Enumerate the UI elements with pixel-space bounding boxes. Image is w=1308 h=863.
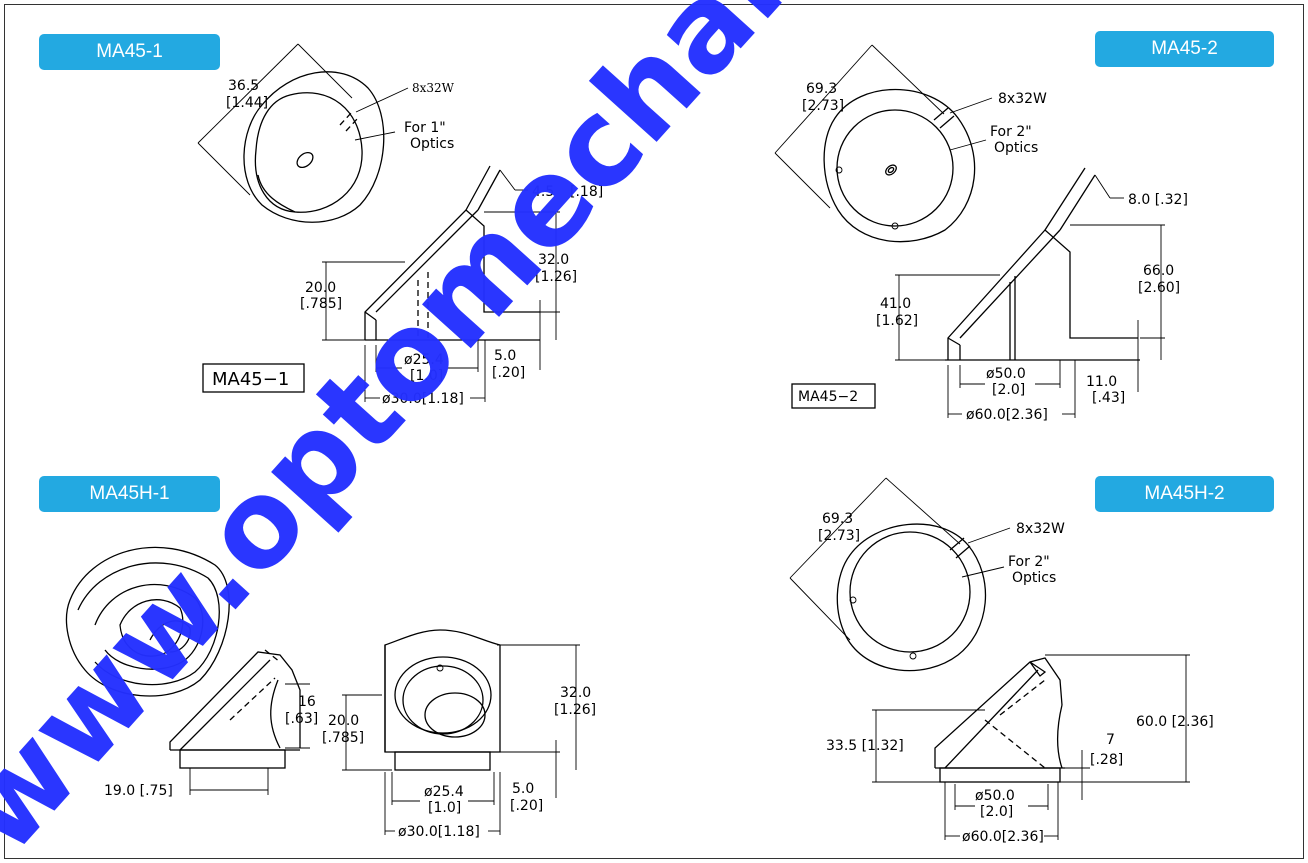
label-ma45-1: MA45-1 (39, 34, 220, 70)
ma45h-2-top-view (789, 477, 1011, 672)
ma45-1-dim-top-mm: 4.5 (532, 184, 554, 200)
ma45h-2-diag-mm: 69.3 (822, 511, 853, 527)
ma45h-2-optics: Optics (1012, 570, 1056, 586)
ma45-1-for-optics: For 1" (404, 120, 446, 136)
ma45h-2-bore-in: [2.0] (980, 804, 1013, 820)
ma45-1-side-mm: 20.0 (305, 280, 336, 296)
ma45h-2-base-in: [.28] (1090, 752, 1123, 768)
ma45-1-width: ø30.0[1.18] (382, 391, 464, 407)
ma45-1-diag-in: [1.44] (226, 95, 268, 111)
ma45h-1-height-in: [1.26] (554, 702, 596, 718)
ma45h-2-base-mm: 7 (1106, 732, 1115, 748)
ma45-2-bore-mm: ø50.0 (986, 366, 1026, 382)
ma45-2-base-in: [.43] (1092, 390, 1125, 406)
ma45-1-part-box (202, 363, 305, 393)
ma45-1-side-view (322, 165, 560, 402)
ma45-2-side-in: [1.62] (876, 313, 918, 329)
ma45h-1-side-view (169, 649, 310, 795)
ma45-1-diag-mm: 36.5 (228, 78, 259, 94)
ma45h-1-iso-view (65, 546, 230, 697)
ma45h-1-base-in: [.20] (510, 798, 543, 814)
ma45h-2-for-optics: For 2" (1008, 554, 1050, 570)
label-ma45-2: MA45-2 (1095, 31, 1274, 67)
ma45-2-for-optics: For 2" (990, 124, 1032, 140)
ma45-2-thread: 8x32W (998, 91, 1047, 107)
ma45-1-part-number: MA45−1 (212, 369, 289, 390)
ma45-1-bore-in: [1.0] (410, 368, 443, 384)
ma45h-2-bore-mm: ø50.0 (975, 788, 1015, 804)
ma45-2-part-box (791, 383, 876, 409)
ma45h-1-front-side-in: [.785] (322, 730, 364, 746)
ma45-1-top-view (197, 43, 409, 223)
ma45-2-side-mm: 41.0 (880, 296, 911, 312)
ma45-1-base-in: [.20] (492, 365, 525, 381)
ma45h-2-diag-in: [2.73] (818, 528, 860, 544)
ma45-2-diag-in: [2.73] (802, 98, 844, 114)
ma45-1-base-mm: 5.0 (494, 348, 516, 364)
ma45-1-height-mm: 32.0 (538, 252, 569, 268)
ma45-1-side-in: [.785] (300, 296, 342, 312)
ma45h-2-side: 33.5 [1.32] (826, 738, 904, 754)
ma45-2-dim-top: 8.0 [.32] (1128, 192, 1188, 208)
ma45h-1-front-side-mm: 20.0 (328, 713, 359, 729)
ma45h-1-bore-mm: ø25.4 (424, 784, 464, 800)
ma45-2-width: ø60.0[2.36] (966, 407, 1048, 423)
ma45-2-height-in: [2.60] (1138, 280, 1180, 296)
drawing-frame (4, 4, 1304, 859)
ma45-1-optics: Optics (410, 136, 454, 152)
ma45h-1-front-view (342, 629, 580, 835)
ma45-2-top-view (774, 44, 993, 243)
ma45-1-bore-mm: ø25.4 (404, 352, 444, 368)
ma45-2-base-mm: 11.0 (1086, 374, 1117, 390)
ma45h-1-side-in: [.63] (285, 711, 318, 727)
ma45h-2-width: ø60.0[2.36] (962, 829, 1044, 845)
ma45h-2-side-view (872, 654, 1190, 840)
ma45-1-height-in: [1.26] (535, 269, 577, 285)
ma45h-1-height-mm: 32.0 (560, 685, 591, 701)
ma45h-1-width: ø30.0[1.18] (398, 824, 480, 840)
ma45-1-thread: 8x32W (412, 81, 455, 95)
label-ma45h-2: MA45H-2 (1095, 476, 1274, 512)
ma45-2-side-view (895, 167, 1165, 418)
ma45h-1-bore-in: [1.0] (428, 800, 461, 816)
label-ma45h-1: MA45H-1 (39, 476, 220, 512)
ma45h-2-thread: 8x32W (1016, 521, 1065, 537)
ma45-2-part-number: MA45−2 (798, 389, 858, 405)
ma45h-1-base-mm: 5.0 (512, 781, 534, 797)
ma45h-1-offset: 19.0 [.75] (104, 783, 173, 799)
ma45-1-dim-top-in: [.18] (570, 184, 603, 200)
ma45h-1-side-mm: 16 (298, 694, 316, 710)
ma45-2-optics: Optics (994, 140, 1038, 156)
ma45-2-bore-in: [2.0] (992, 382, 1025, 398)
ma45-2-diag-mm: 69.3 (806, 81, 837, 97)
ma45-2-height-mm: 66.0 (1143, 263, 1174, 279)
ma45h-2-height: 60.0 [2.36] (1136, 714, 1214, 730)
